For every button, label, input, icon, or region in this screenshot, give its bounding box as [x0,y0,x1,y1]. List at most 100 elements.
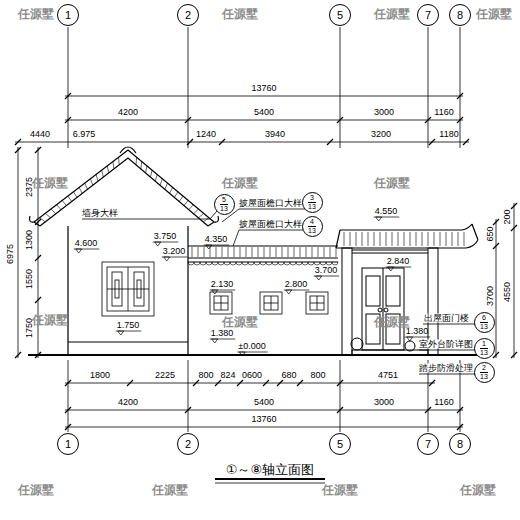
dimension-text: 3940 [265,130,285,139]
roof-tile [446,232,447,246]
dimension-tick [215,380,221,386]
roof-tile [107,166,108,173]
dimension-tick [187,139,193,145]
dimension-tick [425,117,431,123]
generated-strokes [15,93,517,430]
title-underline [215,483,325,484]
dimension-tick [457,117,463,123]
roof-tile [45,213,50,217]
roof-tile [118,157,120,165]
callout-number: 6 [480,314,488,323]
dimension-text: 1550 [25,269,34,289]
dimension-tick [35,255,41,261]
axis-bubble: 7 [417,4,439,26]
watermark: 任源墅 [374,177,410,189]
roof-tile [392,232,393,246]
dimension-line [65,96,463,97]
dimension-tick [493,243,499,249]
callout-number: 2 [185,9,191,21]
roof-tile [184,200,188,205]
roof-tile [330,247,331,257]
roof-tile [300,247,301,257]
dimension-tick [193,380,199,386]
dimension-tick [15,139,21,145]
dimension-text: 3200 [371,130,391,139]
roof-tile [155,174,157,181]
dimension-tick [511,352,517,358]
roof-tile [410,232,411,246]
dimension-tick [65,407,71,413]
elevation-text: 3.750 [154,232,177,241]
axis-bubble: 1 [57,433,79,455]
roof-tile [73,192,76,198]
roof-tile [270,247,271,257]
roof-tile [422,232,423,246]
dimension-tick [337,117,343,123]
sheet-number: 13 [308,203,316,211]
dimension-tick [65,424,71,430]
dimension-line [65,383,435,384]
dimension-tick [219,139,225,145]
dimension-tick [425,407,431,413]
elevation-triangle [316,276,322,280]
callout-number: 1 [65,9,71,21]
roof-tile [306,247,307,257]
roof-tile [90,179,92,185]
elevation-triangle [286,290,292,294]
detail-callout: 513 [214,194,235,215]
roof-tile [386,232,387,246]
roof-tile [404,232,405,246]
roof-tile [336,247,337,257]
dimension-text: 5400 [254,108,274,117]
elevation-triangle [212,339,218,343]
watermark: 任源墅 [476,8,512,20]
dimension-tick [65,93,71,99]
callout-number: 2 [480,364,488,373]
roof-tile [362,232,363,246]
dimension-text: 2225 [155,371,175,380]
dimension-text: 3700 [486,286,495,306]
roof-tile [174,192,177,198]
gatehouse [336,224,478,355]
callout-number: 7 [425,438,431,450]
roof-tile [234,247,235,257]
detail-callout: 413 [302,216,323,237]
callout-number: 5 [337,438,343,450]
dimension-line [65,410,463,411]
dimension-tick [35,297,41,303]
dimension-text: 6975 [6,244,15,264]
roof-tile [294,247,295,257]
elevation-triangle [76,249,82,253]
watermark: 任源墅 [222,8,258,20]
roof-tile [374,232,375,246]
watermark: 任源墅 [322,484,358,496]
callout-number: 3 [308,194,316,203]
callout-number: 1 [65,438,71,450]
axis-bubble: 5 [329,433,351,455]
roof-tile [228,247,229,257]
dimension-text: 650 [486,226,495,241]
roof-tile [264,247,265,257]
note-text: 披屋面檐口大样 [238,220,303,229]
roof-tile [102,170,104,177]
dimension-text: 6.975 [73,130,96,139]
dimension-tick [35,219,41,225]
axis-bubble: 7 [417,433,439,455]
roof-tile [112,162,114,169]
dimension-tick [463,139,469,145]
axis-bubble: 2 [177,4,199,26]
elevation-text: 4.550 [375,207,398,216]
roof-tile [288,247,289,257]
dimension-tick [511,225,517,231]
dimension-text: 1240 [196,130,216,139]
watermark: 任源墅 [18,8,54,20]
dimension-tick [429,380,435,386]
dimension-text: 1160 [434,398,453,407]
elevation-triangle [155,242,161,246]
dimension-text: 0600 [242,371,262,380]
roof-tile [428,232,429,246]
roof-tile [458,232,459,246]
dimension-text: 3000 [374,108,394,117]
roof-tile [96,174,98,181]
note-text: 披屋面檐口大样 [238,199,303,208]
